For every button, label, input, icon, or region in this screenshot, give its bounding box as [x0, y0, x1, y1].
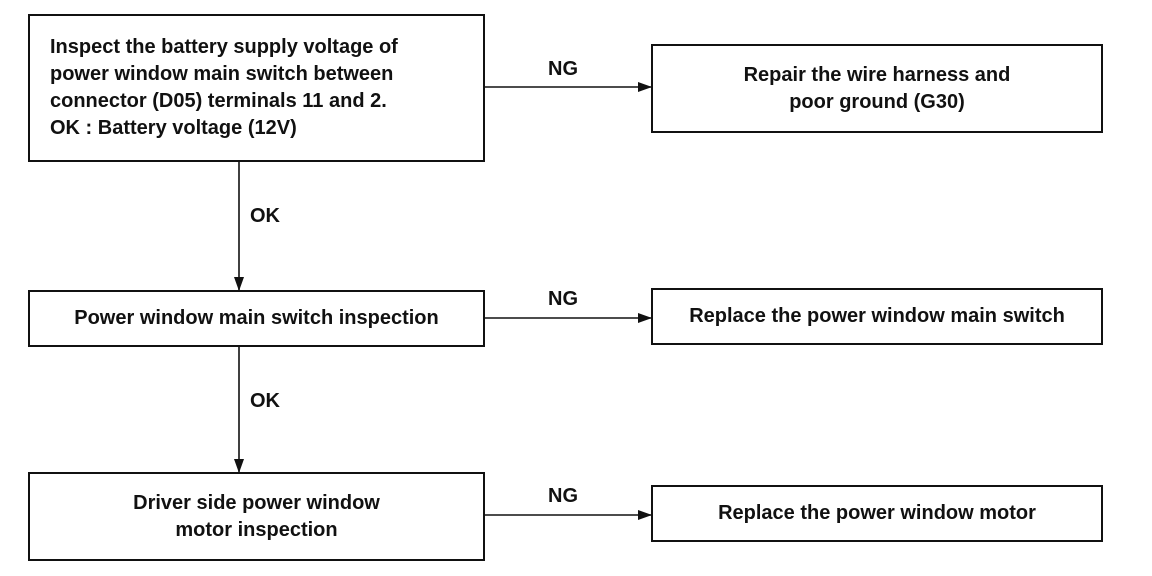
- step1-text: Inspect the battery supply voltage of po…: [50, 36, 398, 139]
- step3-text: Driver side power window motor inspectio…: [133, 491, 380, 541]
- step1-ng-text: Repair the wire harness and poor ground …: [743, 63, 1011, 113]
- step2-text: Power window main switch inspection: [74, 307, 439, 329]
- ng-label-3: NG: [548, 485, 578, 507]
- ng-label-1: NG: [548, 58, 578, 80]
- ok-label-2: OK: [250, 390, 280, 412]
- step1-ng-box: Repair the wire harness and poor ground …: [651, 44, 1103, 133]
- step3-ng-box: Replace the power window motor: [651, 485, 1103, 542]
- step2-ng-box: Replace the power window main switch: [651, 288, 1103, 345]
- step1-box: Inspect the battery supply voltage of po…: [28, 14, 485, 162]
- ng-label-2: NG: [548, 288, 578, 310]
- step3-ng-text: Replace the power window motor: [718, 502, 1036, 524]
- step2-box: Power window main switch inspection: [28, 290, 485, 347]
- step3-box: Driver side power window motor inspectio…: [28, 472, 485, 561]
- ok-label-1: OK: [250, 205, 280, 227]
- step2-ng-text: Replace the power window main switch: [689, 305, 1065, 327]
